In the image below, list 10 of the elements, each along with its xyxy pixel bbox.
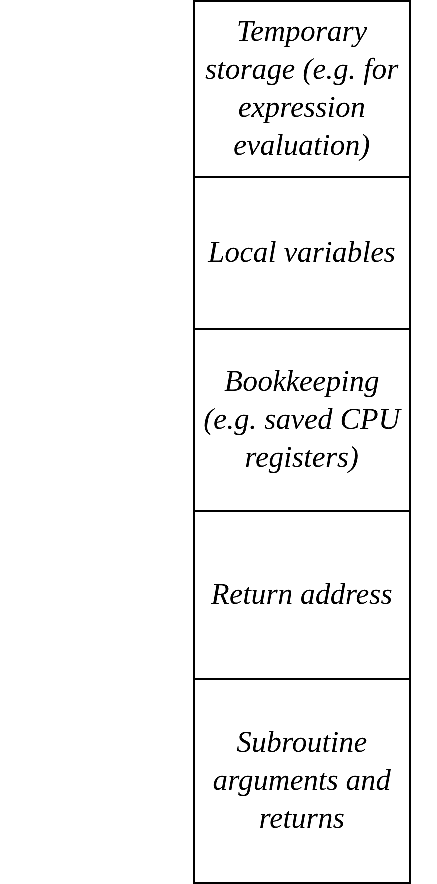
- box-label: Subroutine arguments and returns: [212, 725, 392, 837]
- stack-frame-box: [193, 0, 411, 178]
- stack-frame-box: [193, 176, 411, 330]
- stack-frame-box: [193, 328, 411, 512]
- box-label: Temporary storage (e.g. for expression evaluation): [204, 14, 400, 164]
- stack-frame-box: [193, 510, 411, 680]
- stack-frame-box: [193, 678, 411, 884]
- box-label: Return address: [211, 577, 393, 613]
- box-label: Local variables: [208, 235, 396, 271]
- box-label: Bookkeeping (e.g. saved CPU registers): [202, 364, 403, 476]
